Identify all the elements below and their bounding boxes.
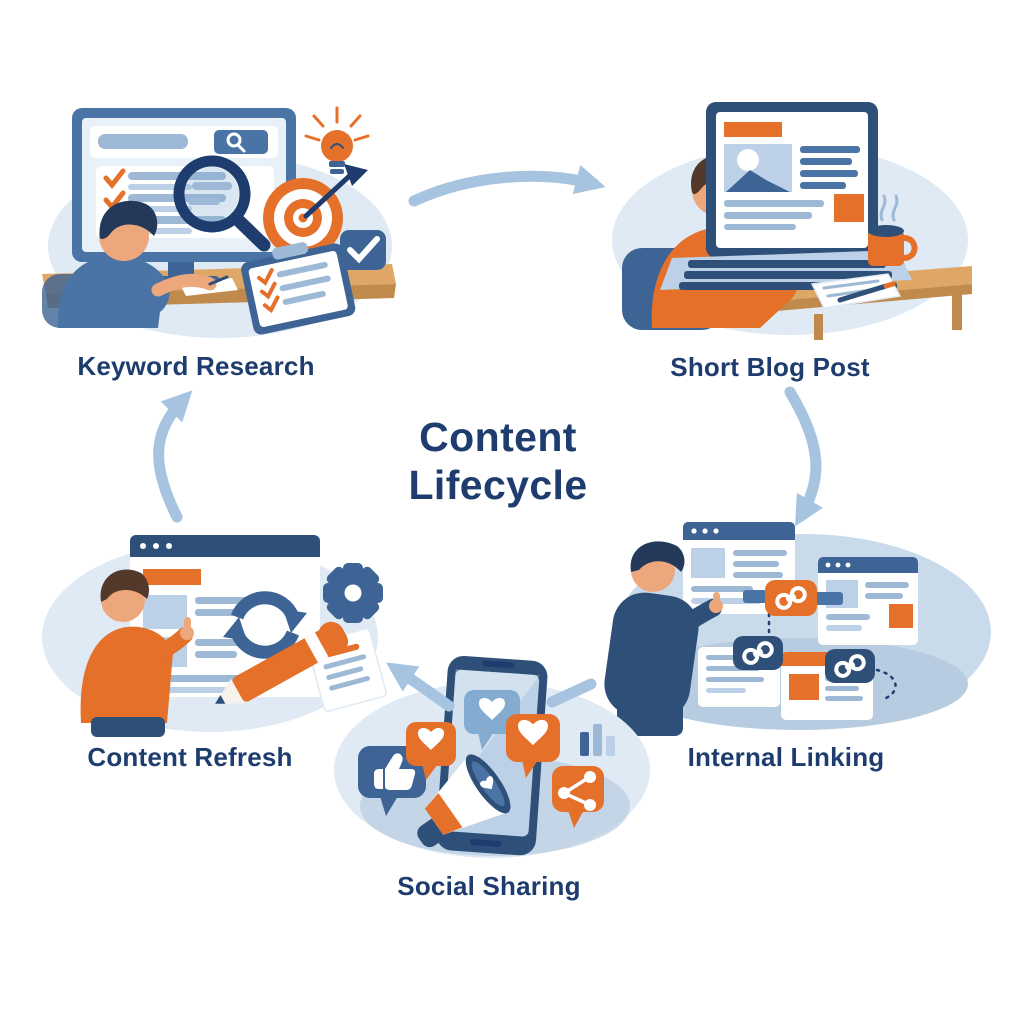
share-bubble (552, 766, 604, 828)
illustration-social-sharing (334, 655, 650, 858)
person-at-desk (42, 200, 238, 328)
pen (208, 275, 229, 286)
trousers (91, 717, 165, 737)
target-with-dart-icon (263, 164, 368, 258)
dotted-connector (875, 668, 897, 702)
torso (57, 256, 170, 328)
notepad-and-pen (810, 273, 902, 309)
blog-post-layout (724, 122, 864, 230)
clipboard-checklist (241, 242, 356, 335)
diagram-title: Content Lifecycle (408, 414, 588, 509)
search-icon (226, 132, 242, 148)
lightbulb-icon (304, 106, 370, 174)
heart-icon (418, 727, 444, 750)
pencil-tip (215, 678, 245, 704)
link-badge-icon (743, 580, 843, 616)
illustration-keyword-research (42, 106, 396, 338)
stage-label-social-sharing: Social Sharing (397, 871, 581, 901)
heart-icon (480, 776, 494, 790)
heart-reaction-bubble (406, 722, 456, 780)
heart-bubble-on-screen (464, 690, 520, 750)
pen (837, 283, 889, 303)
stage-label-keyword-research: Keyword Research (77, 351, 315, 381)
person-pointing (80, 569, 194, 737)
heart-reaction-bubble (506, 714, 560, 778)
link-badge-icon (825, 649, 875, 683)
person-pointing (604, 541, 723, 736)
thumbs-up-icon (374, 753, 416, 790)
checkmark-badge-icon (340, 230, 386, 270)
pointing-finger (184, 617, 191, 635)
speaker (482, 660, 515, 669)
illustration-short-blog-post (612, 102, 972, 340)
pointing-finger (713, 592, 720, 608)
steam (879, 194, 887, 222)
share-icon (558, 771, 596, 811)
stage-label-short-blog-post: Short Blog Post (670, 352, 870, 382)
hair (630, 541, 685, 572)
pencil (215, 621, 349, 704)
home-bar (469, 839, 502, 847)
refresh-arrows-icon (223, 591, 307, 659)
arrow-blogpost-to-linking (784, 386, 823, 527)
megaphone (417, 754, 511, 848)
heart-icon (479, 697, 505, 720)
laptop (660, 102, 912, 290)
illustration-content-refresh (42, 535, 387, 737)
check-icon (103, 168, 126, 189)
search-bar (90, 126, 278, 158)
link-badge-icon (733, 636, 783, 670)
steam (891, 194, 899, 222)
hair (100, 569, 149, 602)
gear-icon (323, 563, 383, 623)
hair (99, 200, 158, 239)
coffee-mug (868, 194, 918, 266)
webpage-card (818, 557, 918, 645)
bar-chart-icon (580, 724, 615, 756)
stage-label-internal-linking: Internal Linking (687, 742, 885, 772)
arrow-refresh-to-keyword (153, 390, 193, 523)
stage-label-content-refresh: Content Refresh (87, 742, 293, 772)
illustration-internal-linking (604, 522, 991, 736)
arrow-keyword-to-blogpost (408, 164, 606, 207)
heart-icon (518, 719, 548, 746)
magnifying-glass-icon (173, 155, 271, 252)
